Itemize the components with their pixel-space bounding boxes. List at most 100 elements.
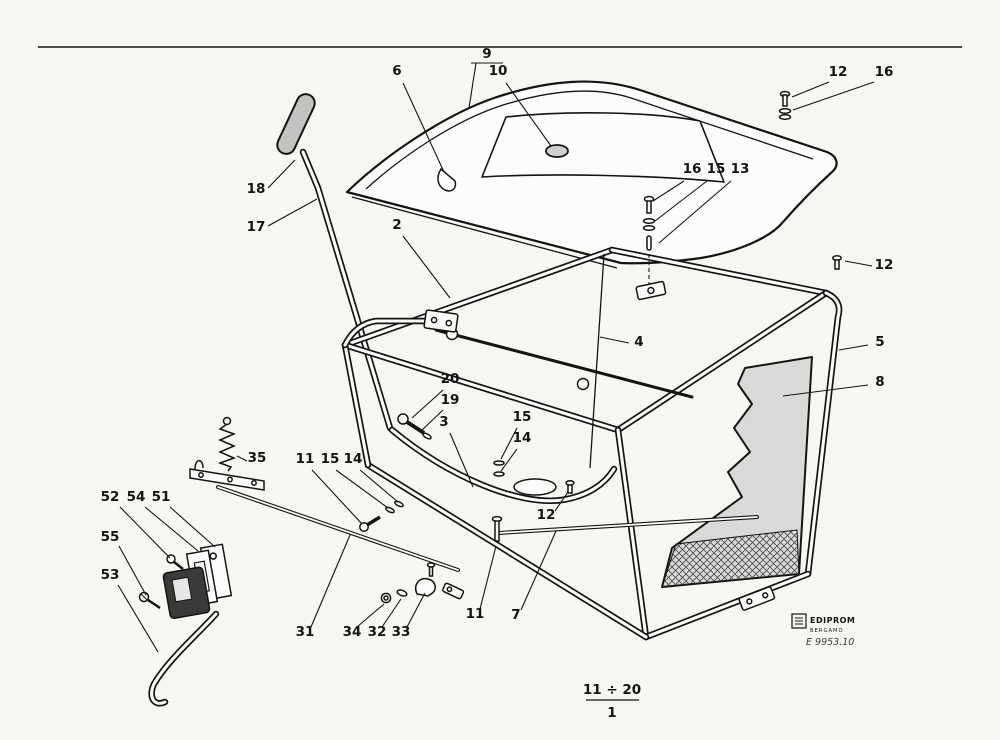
callout-leader [359,469,399,503]
callout-leader [119,506,171,559]
screw-12-right [832,254,842,270]
callout-18: 18 [247,181,266,197]
callout-leader [144,506,199,552]
pivot-rod-part [423,309,694,399]
reference-sheet: 1 [607,705,616,721]
publisher-block: EDIPROM BERGAMO E 9953.10 [791,613,855,648]
callout-leader [791,81,830,98]
callout-leader [449,432,474,488]
publisher-name: EDIPROM [810,616,855,625]
callout-3: 3 [439,414,448,430]
callout-10: 10 [489,63,508,79]
callout-55: 55 [101,529,120,545]
callout-5: 5 [875,334,884,350]
callout-leader [500,448,518,472]
callout-12: 12 [875,257,894,273]
callout-16: 16 [683,161,702,177]
callout-leader [500,427,518,460]
publisher-logo-icon [791,613,807,629]
callout-52: 52 [101,489,120,505]
callout-leader [658,180,732,244]
callout-leader [381,598,402,628]
callout-leader [520,530,557,611]
clamp-cluster [380,562,465,604]
callout-14: 14 [513,430,532,446]
callout-leader [599,336,630,344]
lid-cover-part [345,80,838,269]
nut-34 [380,592,392,604]
callout-15: 15 [321,451,340,467]
callout-leader [356,603,385,628]
callout-53: 53 [101,567,120,583]
callout-leader [267,159,296,189]
callout-9: 9 [482,46,491,62]
publisher-logo-icon [795,617,803,625]
callout-leader [402,235,451,299]
publisher-city: BERGAMO [810,628,844,634]
callout-35: 35 [248,450,267,466]
bag-bottom-ring [513,478,557,496]
screw-12-top [778,90,792,120]
drawing-code: E 9953.10 [806,637,854,648]
callout-leader [420,409,444,432]
footer-reference: 11 ÷ 20 1 [583,682,641,721]
callout-20: 20 [441,371,460,387]
callout-leader [335,469,389,509]
handle-grip [276,93,316,155]
latch-assembly [138,543,233,703]
latch-housing [162,566,211,620]
washers-15-14-center [493,460,505,477]
callout-8: 8 [875,374,884,390]
bag-seam-line [589,253,605,469]
spring-part [217,416,237,472]
callout-16: 16 [875,64,894,80]
callout-leader [311,469,363,525]
reference-range: 11 ÷ 20 [583,682,641,698]
rod-ball-joint [576,377,590,391]
callout-leader [838,344,869,351]
callout-12: 12 [537,507,556,523]
callout-leader [118,545,147,596]
callout-33: 33 [392,624,411,640]
clamp-33 [415,562,436,597]
callout-leader [468,62,477,109]
front-support-tube [392,430,614,501]
bolt-11-left-cluster [359,500,404,532]
callout-leader [236,455,248,462]
callout-34: 34 [343,624,362,640]
screw-12-center [565,480,575,494]
callout-13: 13 [731,161,750,177]
callout-leader [844,260,873,267]
callout-leader [652,180,685,202]
callout-54: 54 [127,489,146,505]
fabric-mesh-area [661,529,800,588]
callout-11: 11 [296,451,315,467]
lever-bar-part [189,416,265,491]
callout-17: 17 [247,219,266,235]
callout-11: 11 [466,606,485,622]
callout-leader [117,584,159,653]
lid-latch-tab [437,167,457,192]
latch-screw-55 [138,591,161,610]
callout-leader [310,534,351,628]
callout-2: 2 [392,217,401,233]
callout-19: 19 [441,392,460,408]
callout-leader [411,389,444,419]
callout-leader [782,384,869,397]
callout-leader [792,81,875,111]
callout-15: 15 [707,161,726,177]
callout-12: 12 [829,64,848,80]
callout-leader [169,506,216,548]
handle-part [276,93,390,428]
callout-leader [479,545,497,610]
callout-leader [505,82,552,147]
callout-14: 14 [344,451,363,467]
mount-bracket-plate [423,309,459,333]
screw-set-16-15-13 [635,195,667,301]
callout-leader [267,198,318,227]
callout-leader [406,592,426,628]
callout-4: 4 [634,334,643,350]
callout-leader [402,82,445,173]
